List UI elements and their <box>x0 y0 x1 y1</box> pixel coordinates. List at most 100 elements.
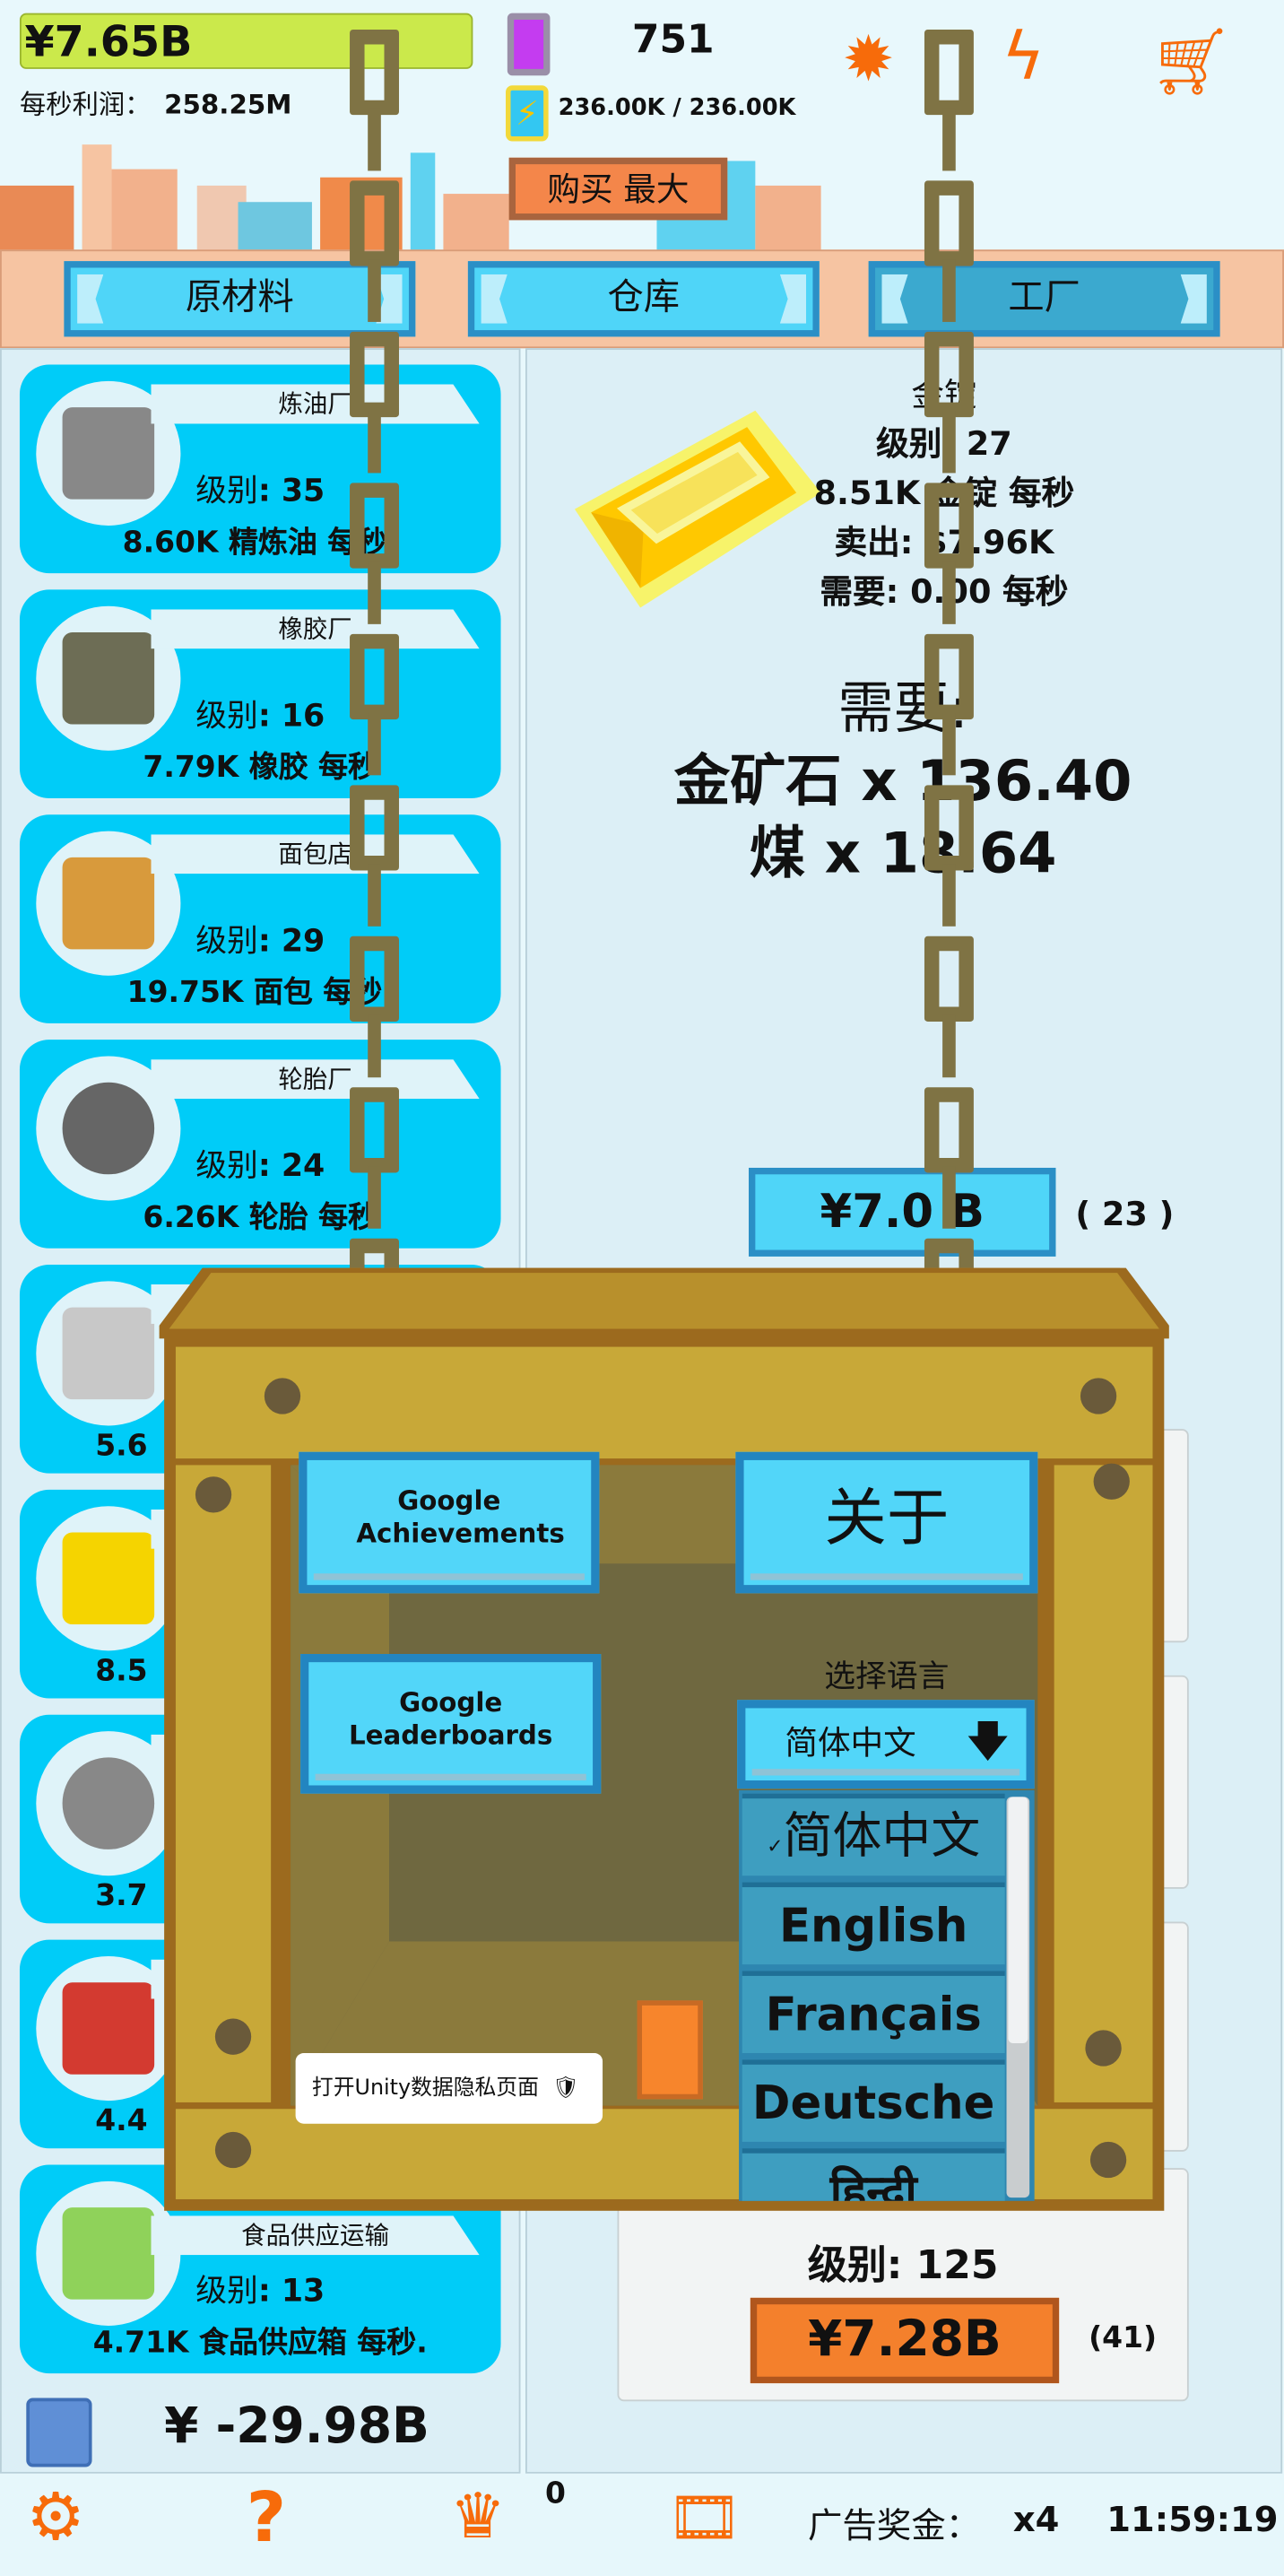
upgrade-count: ( 23 ) <box>1075 1194 1175 1234</box>
requirement-coal: 煤 x 18.64 <box>749 821 1057 887</box>
level-label: 级别 <box>195 698 258 735</box>
factory-level: 级别: 24 <box>195 1148 325 1185</box>
chain-link <box>350 1087 399 1173</box>
chain-link <box>924 483 974 569</box>
hex-nut-icon <box>62 1757 155 1849</box>
language-option[interactable]: Deutsche <box>742 2059 1005 2142</box>
chain-link <box>350 936 399 1023</box>
crown-count: 0 <box>544 2476 566 2511</box>
food-crate-icon <box>62 2207 155 2300</box>
chain-link <box>368 108 381 171</box>
chain-link <box>924 29 974 116</box>
language-option[interactable]: Français <box>742 1971 1005 2053</box>
chain-link <box>924 785 974 871</box>
google-leaderboards-button[interactable]: Google Leaderboards <box>300 1654 602 1794</box>
energy-icon[interactable]: ⚡ <box>506 85 549 142</box>
language-option-label: English <box>778 1898 968 1954</box>
tab-bar: 原材料 仓库 工厂 <box>0 249 1284 349</box>
lightning-boost-icon[interactable]: ϟ <box>1002 19 1045 96</box>
language-dropdown[interactable]: 简体中文 🡇 <box>737 1700 1035 1789</box>
requirements-title: 需要: <box>837 676 968 743</box>
language-option[interactable]: हिन्दी <box>742 2148 1005 2201</box>
factory-rate: 8.5 <box>95 1654 148 1689</box>
settings-gear-icon[interactable]: ⚙ <box>26 2480 85 2556</box>
money-display: ¥7.65B <box>19 13 473 69</box>
upgrade-button[interactable]: ¥7.0 B <box>749 1167 1056 1257</box>
chain-link <box>368 410 381 474</box>
chain-link <box>924 633 974 720</box>
level-value: 13 <box>281 2273 325 2310</box>
gold-ingot-icon <box>62 1532 155 1625</box>
chain-link <box>942 410 956 474</box>
crown-icon[interactable]: ♛ <box>449 2480 507 2553</box>
fuel-can-icon <box>26 2398 92 2467</box>
oil-barrel-icon <box>62 407 155 500</box>
shop-cart-icon[interactable]: 🛒︎ <box>1149 24 1233 100</box>
chain-link <box>350 331 399 418</box>
language-options-list: हिन्दी Deutsche Français English ✓简体中文 <box>739 1790 1035 2201</box>
chain-link <box>350 483 399 569</box>
chain-link <box>942 712 956 776</box>
privacy-shield-icon: 🛡︎ <box>551 2076 580 2102</box>
profit-per-second: 每秒利润：258.25M <box>20 83 291 122</box>
language-option[interactable]: ✓简体中文 <box>742 1793 1005 1876</box>
video-ad-icon[interactable]: 🎞︎ <box>666 2485 742 2553</box>
arrow-down-icon: 🡇 <box>966 1718 1011 1768</box>
language-label: 选择语言 <box>824 1658 950 1695</box>
factory-rate: 3.7 <box>95 1878 148 1914</box>
tab-warehouse[interactable]: 仓库 <box>467 261 820 337</box>
about-button[interactable]: 关于 <box>735 1451 1038 1594</box>
factory-card[interactable]: 橡胶厂 级别: 16 7.79K 橡胶 每秒 <box>19 589 501 798</box>
chain-link <box>350 785 399 871</box>
tab-raw-materials[interactable]: 原材料 <box>64 261 416 337</box>
chain-link <box>350 29 399 116</box>
factory-rate: 5.6 <box>95 1429 148 1464</box>
language-option-label: हिन्दी <box>829 2164 917 2201</box>
language-option[interactable]: English <box>742 1882 1005 1965</box>
upgrade-card-buy-button[interactable]: ¥7.28B <box>750 2297 1060 2384</box>
chain-link <box>942 1166 956 1229</box>
chain-link <box>942 1014 956 1078</box>
chain-left <box>350 0 399 1380</box>
chain-link <box>942 259 956 322</box>
factory-card[interactable]: 轮胎厂 级别: 24 6.26K 轮胎 每秒 <box>19 1040 501 1249</box>
factory-level: 级别: 29 <box>195 923 325 960</box>
bottom-bar: ⚙ ? ♛ 0 🎞︎ 广告奖金： x4 11:59:19 <box>0 2473 1284 2576</box>
help-question-icon[interactable]: ? <box>246 2476 287 2558</box>
level-value: 35 <box>281 473 325 509</box>
factory-rate: 4.4 <box>95 2103 148 2139</box>
buy-max-button[interactable]: 购买 最大 <box>508 157 728 221</box>
chain-link <box>368 561 381 624</box>
language-option-label: Français <box>765 1987 982 2042</box>
language-list-scrollbar[interactable] <box>1006 1797 1030 2198</box>
check-icon: ✓ <box>767 1834 784 1858</box>
chain-link <box>924 936 974 1023</box>
level-label: 级别 <box>195 2273 258 2310</box>
upgrade-card-level: 级别: 125 <box>807 2241 999 2288</box>
chain-link <box>924 180 974 266</box>
factory-card[interactable]: 面包店 级别: 29 19.75K 面包 每秒. <box>19 814 501 1023</box>
privacy-page-button[interactable]: 打开Unity数据隐私页面 🛡︎ <box>295 2053 603 2124</box>
settings-modal: Google Achievements 关于 Google Leaderboar… <box>159 1267 1169 2216</box>
language-option-label: 简体中文 <box>783 1808 981 1867</box>
factory-rate: 4.71K 食品供应箱 每秒. <box>92 2325 428 2361</box>
tab-factory[interactable]: 工厂 <box>868 261 1220 337</box>
level-label: 级别 <box>195 473 258 509</box>
potion-icon[interactable] <box>507 13 551 76</box>
level-value: 16 <box>281 698 325 735</box>
chain-link <box>942 108 956 171</box>
factory-title: 橡胶厂 <box>151 609 480 649</box>
google-achievements-button[interactable]: Google Achievements <box>299 1451 600 1594</box>
factory-card[interactable]: 炼油厂 级别: 35 8.60K 精炼油 每秒. <box>19 364 501 574</box>
chain-link <box>942 864 956 927</box>
factory-title: 食品供应运输 <box>151 2215 480 2256</box>
chain-link <box>350 633 399 720</box>
profit-value: 258.25M <box>164 88 292 120</box>
upgrade-card-count: (41) <box>1089 2320 1158 2355</box>
gold-ingot-image <box>559 394 821 623</box>
factory-level: 级别: 16 <box>195 698 325 735</box>
jerry-can-icon <box>62 1982 155 2075</box>
factory-rate: 6.26K 轮胎 每秒 <box>143 1200 378 1236</box>
achievement-medal-icon[interactable]: ✹ <box>842 22 895 96</box>
